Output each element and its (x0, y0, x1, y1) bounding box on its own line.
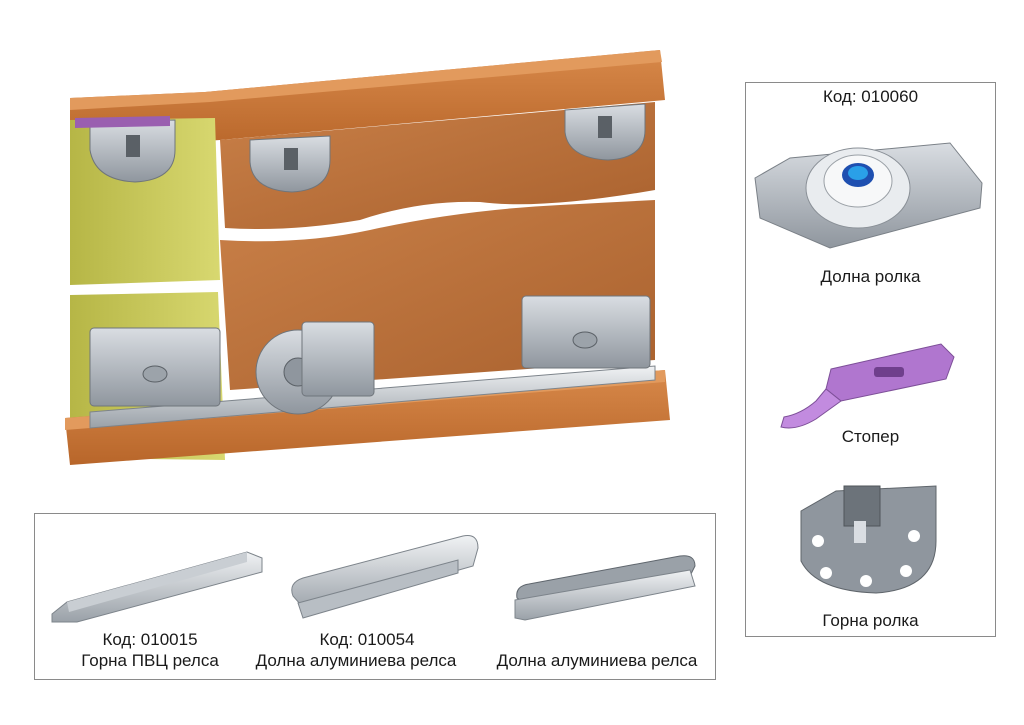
top-hanger-2 (249, 135, 331, 193)
stopper-image (780, 343, 955, 429)
rails-panel: Код: 010015 Горна ПВЦ релса Код: 010054 … (34, 513, 716, 680)
upper-pvc-rail-image (51, 551, 263, 623)
lower-aluminium-rail-2-image (514, 555, 696, 621)
front-door-upper (220, 102, 655, 229)
bottom-roller-plate-1 (89, 327, 221, 407)
lower-roller-image (754, 142, 983, 249)
bottom-rail (89, 365, 656, 429)
sliding-door-assembly-illustration (65, 50, 670, 465)
top-stopper (75, 116, 170, 128)
top-wood-beam (70, 50, 665, 150)
rail3-name: Долна алуминиева релса (496, 651, 698, 670)
upper-roller-image (800, 485, 937, 594)
lower-roller-label: Долна ролка (820, 267, 921, 286)
rail1-code: Код: 010015 (102, 630, 198, 649)
rail2-name: Долна алуминиева релса (255, 651, 457, 670)
bottom-roller-plate-2 (301, 321, 375, 397)
bottom-roller-plate-3 (521, 295, 651, 369)
rail2-code: Код: 010054 (319, 630, 415, 649)
top-hanger-3 (564, 103, 646, 161)
lower-roller-code: Код: 010060 (822, 87, 919, 106)
components-panel: Код: 010060 Долна ролка Стопер Горна рол… (745, 82, 996, 637)
top-hanger-1 (89, 119, 176, 183)
rail1-name: Горна ПВЦ релса (81, 651, 219, 670)
upper-roller-label: Горна ролка (822, 611, 919, 630)
stopper-label: Стопер (841, 427, 900, 446)
lower-aluminium-rail-1-image (291, 535, 479, 619)
